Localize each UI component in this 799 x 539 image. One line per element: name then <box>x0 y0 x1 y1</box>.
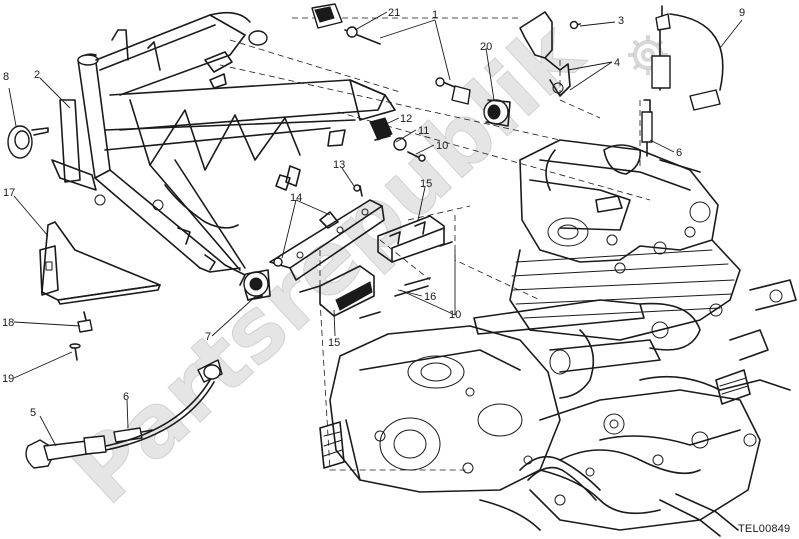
callout-labels: 1 2 3 4 5 6 6 7 8 9 10 10 11 12 13 14 15… <box>2 7 745 419</box>
part-10-screw-top <box>407 151 426 162</box>
part-7-rubber-bushing <box>243 269 271 301</box>
callout-17: 17 <box>3 187 15 199</box>
callout-6-top: 6 <box>676 147 682 159</box>
callout-15-upper: 15 <box>420 178 432 190</box>
part-1-bolt <box>435 77 471 105</box>
callout-19: 19 <box>2 373 14 385</box>
callout-2: 2 <box>34 69 40 81</box>
callout-12: 12 <box>400 113 412 125</box>
watermark: Partsrepublik <box>54 2 668 524</box>
callout-20: 20 <box>480 41 492 53</box>
callout-15-lower: 15 <box>328 337 340 349</box>
callout-14: 14 <box>290 192 302 204</box>
callout-4: 4 <box>614 57 620 69</box>
part-14-bracket-plate <box>269 184 385 281</box>
drawing-code: TEL00849 <box>738 523 790 535</box>
part-6-spark-plug-top <box>641 99 653 157</box>
callout-16: 16 <box>424 291 436 303</box>
watermark-gear-icon <box>628 35 668 75</box>
part-21-rubber-pad <box>311 3 381 45</box>
callout-3: 3 <box>618 15 624 27</box>
callout-18: 18 <box>2 317 14 329</box>
callout-7: 7 <box>205 331 211 343</box>
callout-13: 13 <box>333 159 345 171</box>
part-18-nut <box>77 311 93 333</box>
engine-assembly <box>319 139 797 537</box>
callout-9: 9 <box>739 7 745 19</box>
callout-8: 8 <box>3 71 9 83</box>
part-17-plate <box>39 221 161 305</box>
part-10-screws-lower <box>359 241 453 319</box>
part-20-bushing <box>483 99 511 127</box>
part-8-bushing <box>7 125 49 159</box>
part-5-plug-cap <box>25 435 107 469</box>
callout-10-top: 10 <box>436 140 448 152</box>
part-4-bracket <box>519 11 581 97</box>
part-15-module-lower <box>299 265 375 317</box>
part-19-screw <box>69 343 81 361</box>
callout-6-lower: 6 <box>123 391 129 403</box>
callout-1: 1 <box>432 9 438 21</box>
part-9-sensor-cable <box>651 5 724 111</box>
leader-lines <box>8 11 743 447</box>
callout-5: 5 <box>30 407 36 419</box>
callout-21: 21 <box>388 7 400 19</box>
callout-10-lower: 10 <box>449 309 461 321</box>
ignition-lead <box>105 359 223 451</box>
callout-11: 11 <box>418 125 429 137</box>
part-12-spacer <box>369 117 393 141</box>
frame-part <box>51 11 396 301</box>
